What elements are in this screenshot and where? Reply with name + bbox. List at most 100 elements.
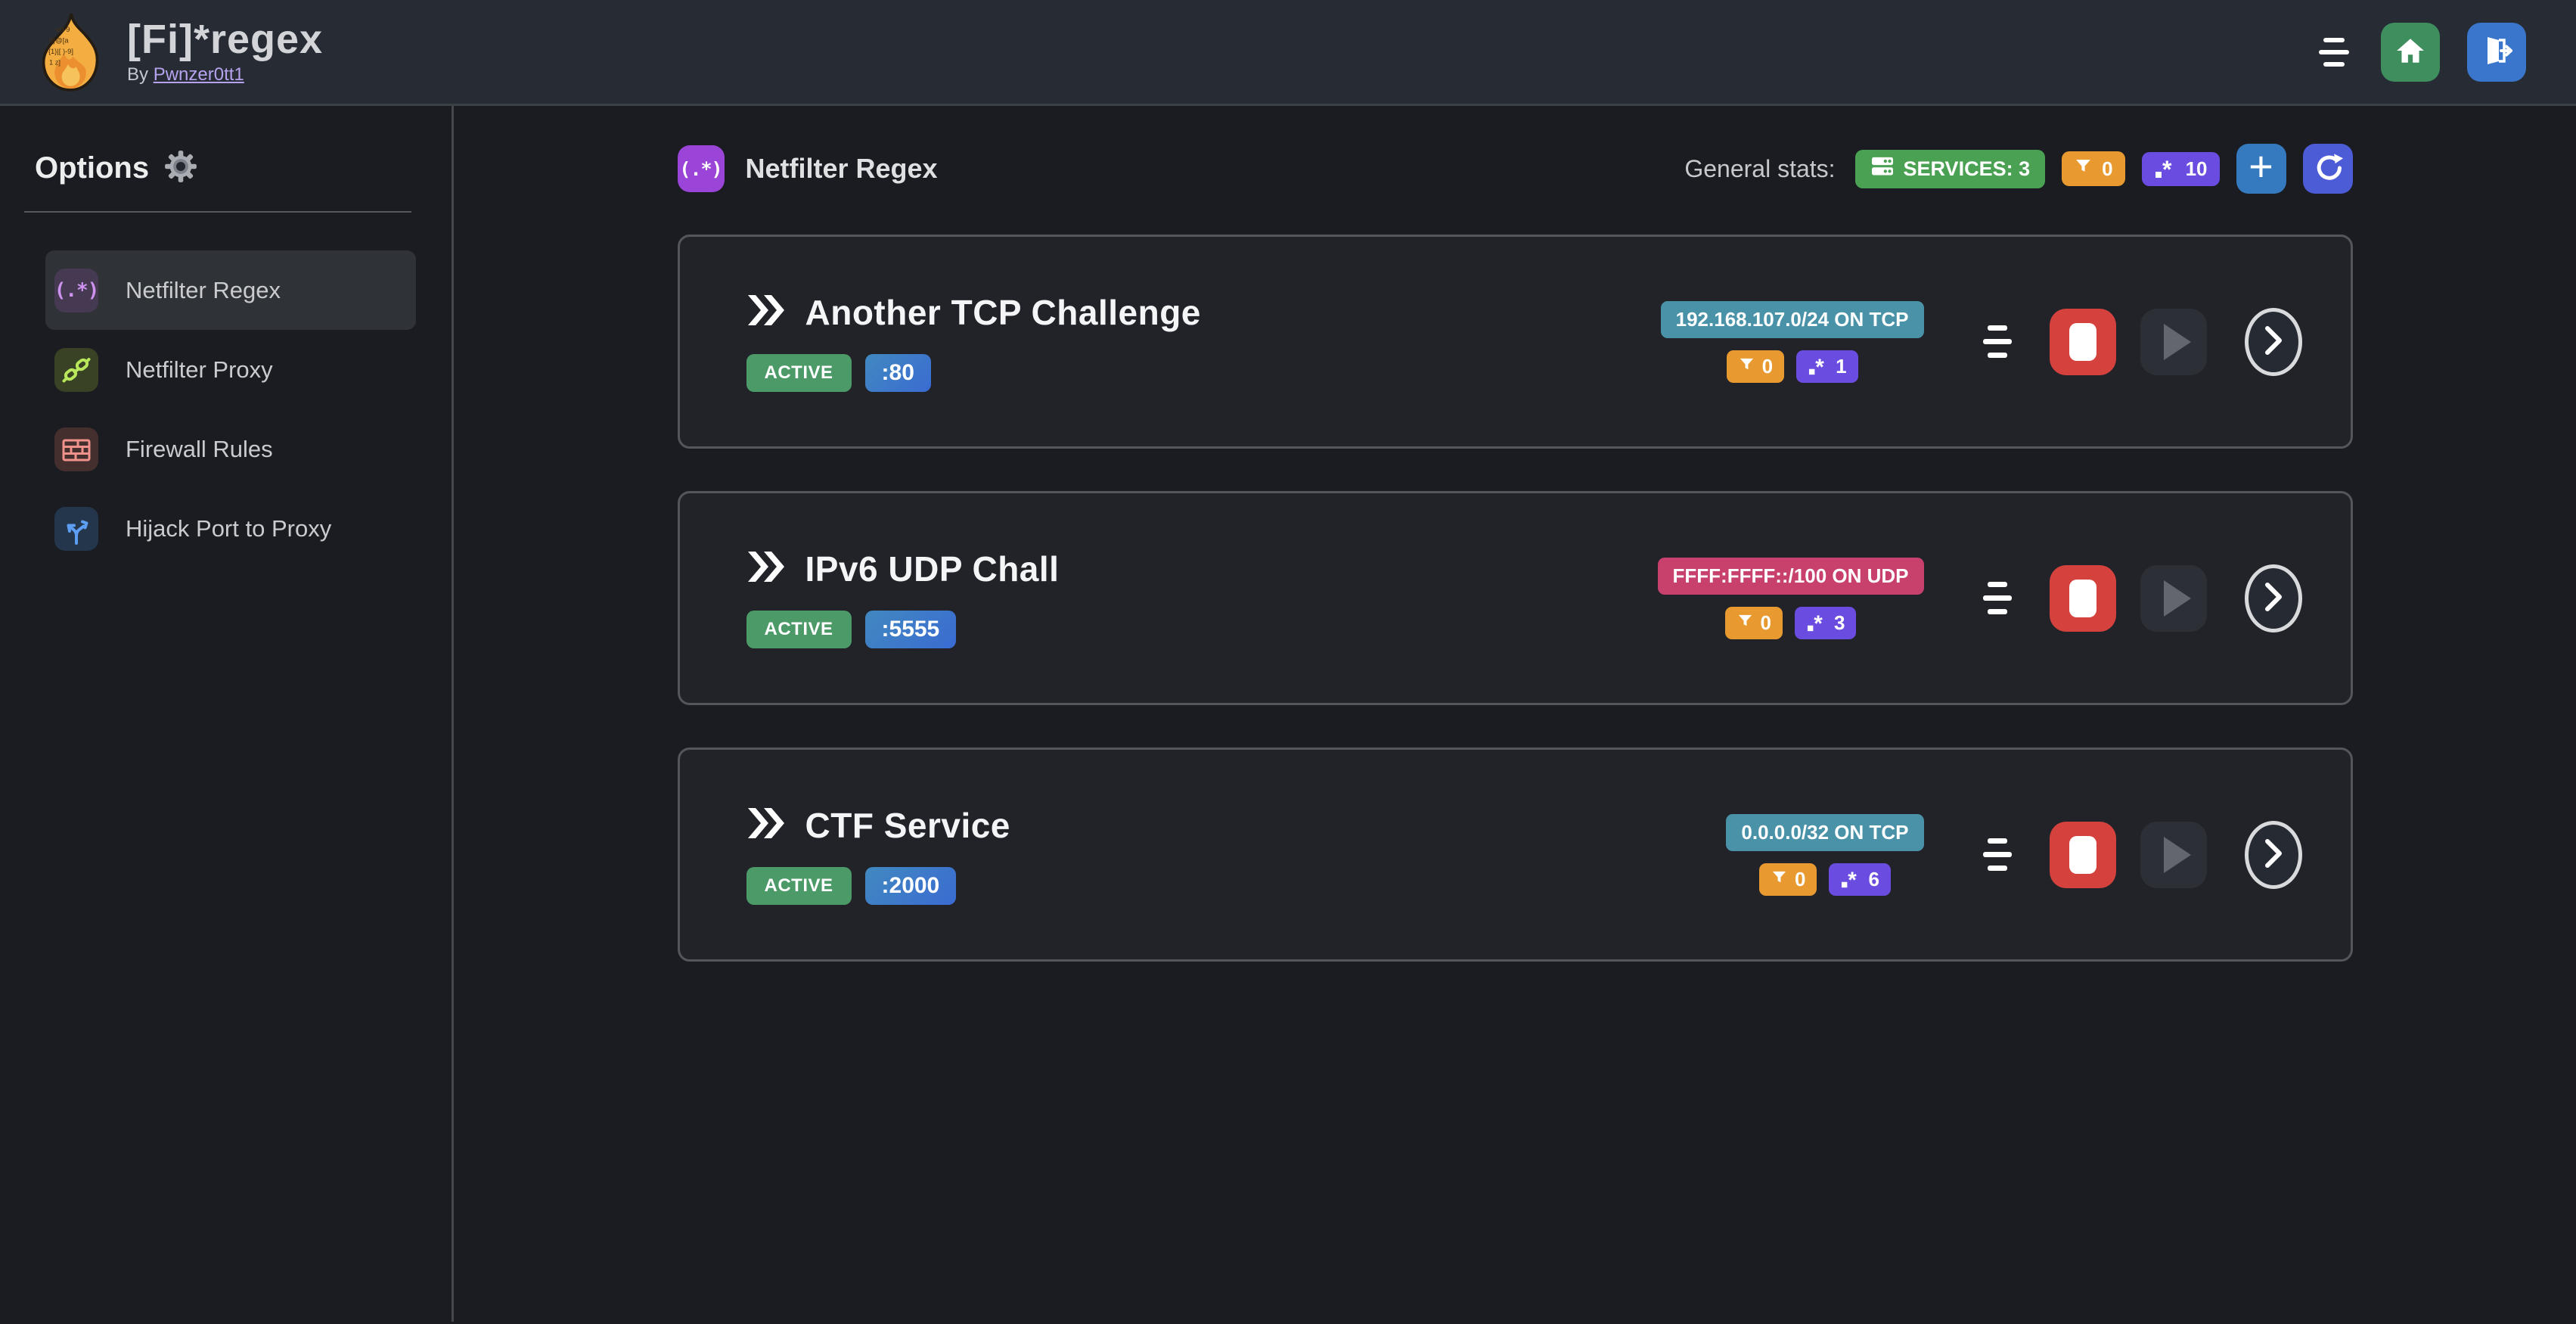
card-menu-icon[interactable] (1979, 321, 2016, 362)
endpoint-badge: 0.0.0.0/32 ON TCP (1726, 813, 1924, 851)
stop-service-button[interactable] (2049, 564, 2116, 632)
svg-text:*: * (2162, 159, 2172, 179)
regex-section-icon: (.*) (677, 145, 725, 192)
service-list: Another TCP Challenge ACTIVE :80 192.168… (677, 235, 2353, 962)
filters-count-badge: 0 (2062, 151, 2125, 186)
services-count-badge: SERVICES: 3 (1854, 149, 2046, 188)
endpoint-stats: 0.0.0.0/32 ON TCP 0 (1726, 813, 1924, 896)
filters-count-text: 0 (1760, 611, 1771, 634)
author-link[interactable]: Pwnzer0tt1 (153, 64, 244, 85)
regexes-count-text: 3 (1834, 611, 1845, 634)
svg-text:{1}|[ )-9]: {1}|[ )-9] (48, 48, 73, 55)
double-chevron-icon (746, 807, 784, 844)
play-icon (2163, 323, 2191, 360)
service-card: Another TCP Challenge ACTIVE :80 192.168… (677, 235, 2353, 449)
topbar-actions (2314, 22, 2526, 82)
endpoint-badge: 192.168.107.0/24 ON TCP (1660, 300, 1924, 338)
sidebar-item-label: Netfilter Proxy (126, 356, 273, 383)
endpoint-stats: 192.168.107.0/24 ON TCP 0 (1660, 300, 1924, 383)
byline: By Pwnzer0tt1 (127, 64, 323, 85)
app-title: [Fi]*regex (127, 17, 324, 63)
services-count-text: SERVICES: 3 (1903, 157, 2031, 180)
proxy-chain-icon (54, 347, 98, 392)
sidebar-item-label: Netfilter Regex (126, 276, 281, 303)
firewall-brick-icon (54, 427, 98, 471)
stop-icon (2069, 579, 2096, 617)
sidebar-item-hijack-port[interactable]: Hijack Port to Proxy (45, 489, 416, 568)
topbar: -z0-9 0}@[a {1}|[ )-9] 1 z] [Fi]*regex B… (0, 0, 2576, 106)
flame-logo-icon: -z0-9 0}@[a {1}|[ )-9] 1 z] (30, 11, 109, 94)
regex-icon: (.*) (54, 268, 99, 312)
home-icon (2394, 35, 2426, 69)
main-area: (.*) Netfilter Regex General stats: (454, 106, 2576, 1322)
card-menu-icon[interactable] (1979, 577, 2016, 619)
split-arrows-icon (54, 506, 98, 551)
filters-count-text: 0 (2102, 157, 2113, 180)
gear-icon (164, 150, 197, 187)
endpoint-badge: FFFF:FFFF::/100 ON UDP (1657, 557, 1924, 595)
funnel-icon (2074, 157, 2093, 181)
section-header: (.*) Netfilter Regex General stats: (677, 144, 2353, 194)
server-stack-icon (1870, 156, 1895, 182)
section-title: Netfilter Regex (745, 153, 938, 184)
funnel-icon (1738, 355, 1755, 378)
open-service-button[interactable] (2244, 564, 2302, 632)
svg-text:1 z]: 1 z] (49, 58, 61, 66)
status-badge: ACTIVE (746, 610, 852, 648)
logout-icon (2479, 33, 2514, 70)
open-service-button[interactable] (2244, 820, 2302, 889)
sidebar-heading: Options (35, 151, 150, 185)
sidebar-item-label: Firewall Rules (126, 435, 273, 462)
svg-text:*: * (1814, 614, 1823, 632)
sidebar-heading-row: Options (35, 150, 452, 187)
stop-service-button[interactable] (2049, 308, 2116, 375)
stop-service-button[interactable] (2049, 821, 2116, 888)
regex-dot-star-icon: * (2154, 159, 2177, 179)
refresh-button[interactable] (2302, 144, 2353, 194)
logout-button[interactable] (2467, 22, 2526, 82)
start-service-button[interactable] (2140, 308, 2207, 375)
svg-text:*: * (1848, 870, 1858, 889)
sidebar-nav: (.*) Netfilter Regex Netfilter Proxy (45, 250, 416, 568)
filters-count-badge: 0 (1724, 606, 1783, 639)
start-service-button[interactable] (2140, 821, 2207, 888)
open-service-button[interactable] (2244, 307, 2302, 376)
port-badge: :80 (864, 353, 931, 392)
regex-dot-star-icon: * (1806, 614, 1827, 632)
sidebar-item-netfilter-proxy[interactable]: Netfilter Proxy (45, 330, 416, 409)
app-title-block: [Fi]*regex By Pwnzer0tt1 (127, 18, 323, 85)
funnel-icon (1771, 868, 1788, 891)
regexes-count-text: 10 (2185, 157, 2208, 180)
regex-dot-star-icon: * (1808, 357, 1829, 376)
sidebar: Options (0, 106, 454, 1322)
add-service-button[interactable]: + (2236, 144, 2286, 194)
stop-icon (2069, 835, 2096, 874)
sidebar-item-label: Hijack Port to Proxy (126, 514, 332, 542)
sidebar-divider (24, 211, 411, 213)
service-title: IPv6 UDP Chall (805, 549, 1060, 589)
regexes-count-badge: * 1 (1796, 350, 1858, 383)
card-menu-icon[interactable] (1979, 834, 2016, 875)
play-icon (2163, 580, 2191, 617)
byline-prefix: By (127, 64, 149, 85)
regexes-count-text: 6 (1868, 867, 1879, 890)
svg-text:0}@[a: 0}@[a (49, 36, 69, 44)
home-button[interactable] (2381, 22, 2440, 82)
service-title: CTF Service (805, 805, 1010, 845)
service-card: CTF Service ACTIVE :2000 0.0.0.0/32 ON T… (677, 747, 2353, 962)
menu-hamburger-icon[interactable] (2314, 33, 2354, 71)
filters-count-text: 0 (1761, 354, 1774, 378)
refresh-icon (2313, 153, 2343, 185)
filters-count-badge: 0 (1758, 862, 1817, 896)
sidebar-item-firewall-rules[interactable]: Firewall Rules (45, 409, 416, 489)
filters-count-text: 0 (1794, 867, 1806, 890)
port-badge: :2000 (864, 866, 957, 905)
stats-label: General stats: (1684, 154, 1836, 182)
chevron-right-icon (2264, 326, 2283, 357)
start-service-button[interactable] (2140, 564, 2207, 632)
port-badge: :5555 (864, 610, 957, 648)
regexes-count-text: 1 (1836, 354, 1847, 378)
regexes-count-badge: * 3 (1795, 606, 1857, 639)
sidebar-item-netfilter-regex[interactable]: (.*) Netfilter Regex (45, 250, 416, 330)
double-chevron-icon (746, 294, 784, 331)
